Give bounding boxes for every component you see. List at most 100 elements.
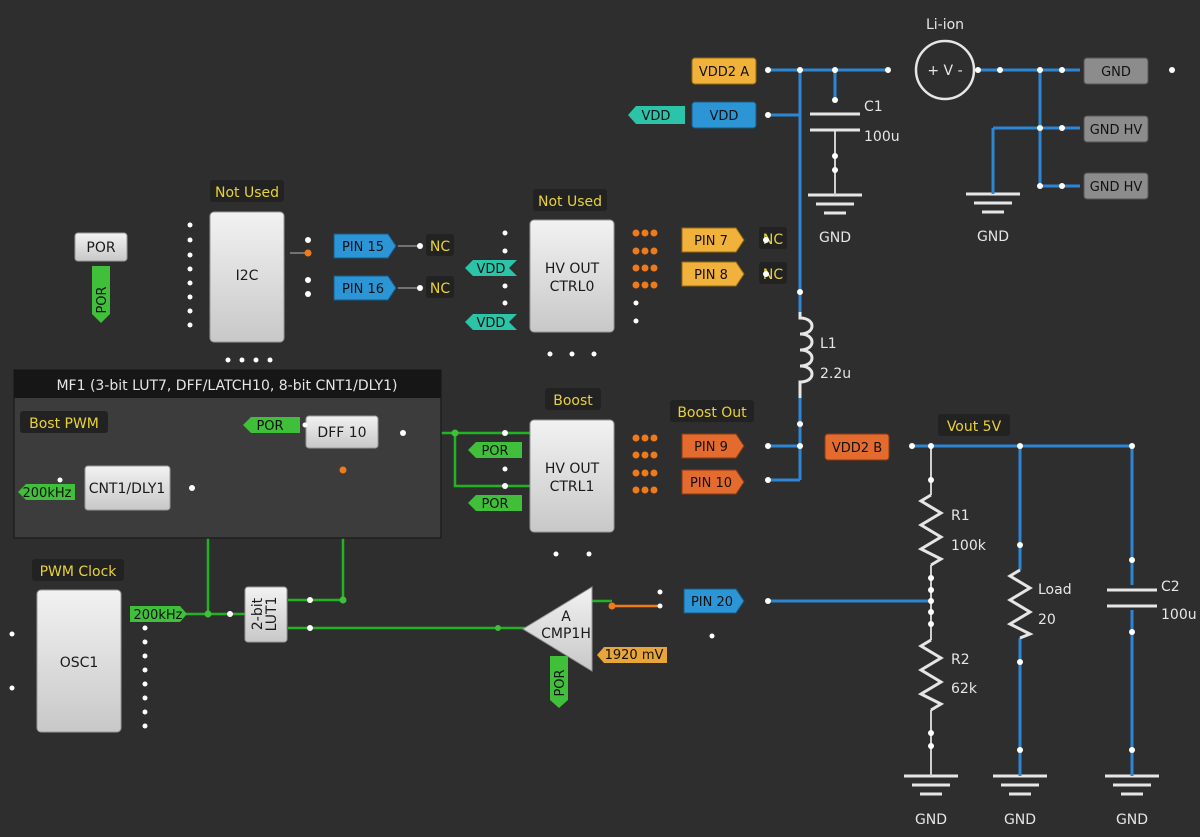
- vref-flag: 1920 mV: [597, 647, 667, 663]
- pin15-label: PIN 15: [342, 240, 384, 255]
- clk-in-flag: 200kHz: [18, 484, 75, 501]
- vdd2a-label: VDD2 A: [699, 65, 749, 80]
- por-cmp-label: POR: [553, 669, 568, 696]
- hv1-orange-dots: [632, 434, 658, 494]
- inductor-l1[interactable]: [798, 312, 814, 398]
- c2-name: C2: [1161, 579, 1180, 595]
- pin-15[interactable]: PIN 15: [333, 233, 397, 259]
- r1-name: R1: [951, 508, 970, 524]
- resistor-r2[interactable]: [917, 638, 945, 712]
- lut-line2: LUT1: [264, 597, 280, 632]
- group-labels: Not Used Not Used Boost Boost Out Vout 5…: [20, 180, 1010, 581]
- por-block[interactable]: POR: [74, 232, 128, 262]
- battery-label: Li-ion: [926, 17, 964, 33]
- pin-16[interactable]: PIN 16: [333, 275, 397, 301]
- clk-out-flag: 200kHz: [130, 606, 187, 623]
- vref-label: 1920 mV: [605, 648, 664, 663]
- pin20-label: PIN 20: [691, 595, 733, 610]
- gnd-pin-label: GND: [1101, 65, 1131, 80]
- vdd-flag-hv0-b: VDD: [465, 314, 517, 331]
- li-ion-battery[interactable]: + V - Li-ion: [914, 17, 976, 101]
- resistor-load[interactable]: [1006, 568, 1034, 640]
- i2c-block[interactable]: I2C: [209, 211, 285, 343]
- por-dff-label: POR: [256, 419, 283, 434]
- l1-value: 2.2u: [820, 366, 851, 382]
- resistor-r1[interactable]: [917, 493, 945, 567]
- gnd-symbol-batt: [966, 170, 1020, 214]
- gnd-hv-pin-2[interactable]: GND HV: [1083, 172, 1149, 200]
- pin-20[interactable]: PIN 20: [683, 588, 745, 614]
- battery-symbol: + V -: [927, 63, 962, 79]
- hv1-pins: [502, 466, 592, 557]
- logic-junctions: [204, 429, 501, 631]
- nc-labels: NC NC NC NC: [426, 227, 787, 298]
- dff10-block[interactable]: DFF 10: [305, 415, 379, 449]
- pin-vdd2a[interactable]: VDD2 A: [691, 57, 757, 85]
- pin16-label: PIN 16: [342, 282, 384, 297]
- gnd-hv-pin-1[interactable]: GND HV: [1083, 115, 1149, 143]
- lut1-block[interactable]: 2-bit LUT1: [244, 586, 288, 643]
- pin-7[interactable]: PIN 7: [681, 227, 745, 253]
- osc-label: OSC1: [60, 655, 99, 671]
- c1-value: 100u: [864, 129, 900, 145]
- load-value: 20: [1038, 612, 1056, 628]
- pin-vdd[interactable]: VDD: [691, 101, 757, 129]
- r1-value: 100k: [951, 538, 987, 554]
- pin-vdd2b[interactable]: VDD2 B: [824, 433, 890, 461]
- gnd-symbol-c2: [1105, 760, 1159, 796]
- pin7-label: PIN 7: [694, 234, 728, 249]
- i2c-label: I2C: [236, 268, 259, 284]
- por-signal-flag: POR: [92, 266, 110, 323]
- gnd-label-load: GND: [1004, 812, 1036, 828]
- pin-8[interactable]: PIN 8: [681, 261, 745, 287]
- load-name: Load: [1038, 582, 1072, 598]
- clk-in-label: 200kHz: [23, 486, 72, 501]
- r2-value: 62k: [951, 681, 978, 697]
- hv1-line1: HV OUT: [545, 461, 600, 477]
- hv-out-ctrl0-block[interactable]: HV OUT CTRL0: [529, 219, 615, 333]
- junction-dots: [417, 67, 1175, 753]
- mf1-panel[interactable]: MF1 (3-bit LUT7, DFF/LATCH10, 8-bit CNT1…: [13, 369, 442, 539]
- por-flag-hv1-b: POR: [468, 495, 522, 512]
- cmp-in-dot: [608, 602, 616, 610]
- cmp-line1: A: [561, 609, 571, 625]
- hv0-line1: HV OUT: [545, 261, 600, 277]
- gnd-symbol-r2: [904, 760, 958, 796]
- gnd-label-batt: GND: [977, 229, 1009, 245]
- gnd-symbol-load: [993, 760, 1047, 796]
- label-boost: Boost: [553, 393, 593, 409]
- cmp1h-comparator[interactable]: A CMP1H: [522, 586, 593, 672]
- hv1-line2: CTRL1: [550, 479, 595, 495]
- i2c-right-pins: [304, 237, 312, 297]
- cnt1-dly1-block[interactable]: CNT1/DLY1: [84, 465, 171, 511]
- gnd-hv1-label: GND HV: [1090, 123, 1143, 138]
- vdd-pin-label: VDD: [710, 109, 739, 124]
- osc-pins: [9, 625, 148, 729]
- vdd-flag-supply: VDD: [628, 106, 685, 124]
- por-flag-cmp: POR: [550, 656, 568, 708]
- gnd-label-r2: GND: [915, 812, 947, 828]
- l1-name: L1: [820, 336, 837, 352]
- por-flag-dff: POR: [243, 417, 300, 434]
- osc1-block[interactable]: OSC1: [36, 589, 122, 733]
- cmp-line2: CMP1H: [541, 626, 591, 642]
- nc-pin15: NC: [430, 239, 450, 255]
- dff-reset-dot: [339, 466, 347, 474]
- por-flag-label: POR: [95, 286, 110, 313]
- pin-9[interactable]: PIN 9: [681, 433, 745, 459]
- vdd-flag-b-label: VDD: [477, 316, 506, 331]
- pin9-label: PIN 9: [694, 440, 728, 455]
- cnt-label: CNT1/DLY1: [89, 481, 166, 497]
- gnd-symbol-c1: [808, 180, 862, 215]
- mf1-title: MF1 (3-bit LUT7, DFF/LATCH10, 8-bit CNT1…: [56, 378, 397, 394]
- vdd-flag-a-label: VDD: [477, 262, 506, 277]
- nc-pin7: NC: [763, 232, 783, 248]
- hv-out-ctrl1-block[interactable]: HV OUT CTRL1: [529, 419, 615, 533]
- label-bost-pwm: Bost PWM: [29, 416, 99, 432]
- capacitor-c2[interactable]: [1107, 588, 1157, 608]
- gnd-pin[interactable]: GND: [1083, 57, 1149, 85]
- c1-name: C1: [864, 99, 883, 115]
- pin-10[interactable]: PIN 10: [681, 469, 745, 495]
- capacitor-c1[interactable]: [810, 112, 860, 132]
